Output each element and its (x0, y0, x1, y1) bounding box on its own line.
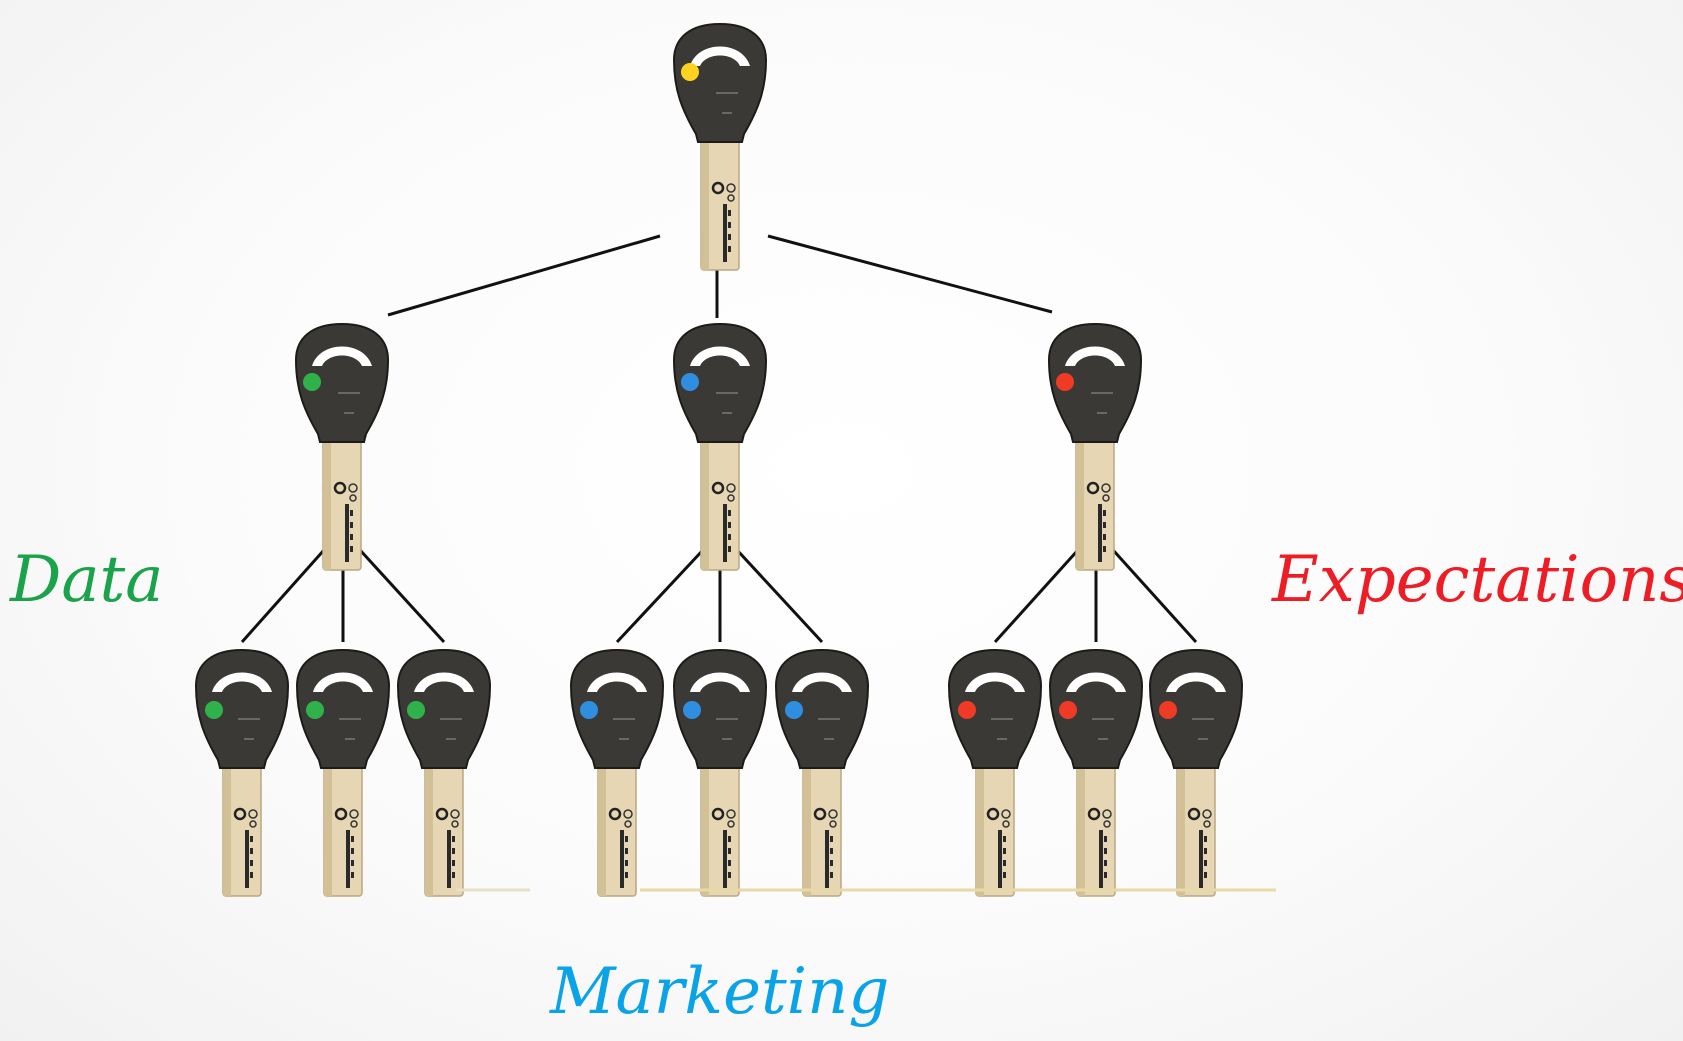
connector-root-right (767, 234, 1053, 314)
red-leaf-key (947, 648, 1043, 898)
green-branch-key (294, 322, 390, 572)
connector-green-3 (358, 548, 446, 644)
green-dot-icon (306, 701, 324, 719)
blue-dot-icon (580, 701, 598, 719)
blue-dot-icon (785, 701, 803, 719)
green-leaf-key (194, 648, 290, 898)
connector-root-left (387, 234, 661, 317)
red-leaf-key (1148, 648, 1244, 898)
blue-leaf-key (774, 648, 870, 898)
blue-leaf-key (672, 648, 768, 898)
green-dot-icon (407, 701, 425, 719)
red-dot-icon (1056, 373, 1074, 391)
blue-leaf-key (569, 648, 665, 898)
data-label: Data (10, 543, 164, 617)
expectations-label: Expectations (1272, 543, 1683, 617)
green-dot-icon (303, 373, 321, 391)
blue-dot-icon (681, 373, 699, 391)
marketing-label: Marketing (550, 955, 890, 1029)
connector-red-1 (993, 548, 1080, 644)
blue-branch-key (672, 322, 768, 572)
connector-blue-3 (735, 548, 824, 644)
red-dot-icon (958, 701, 976, 719)
red-dot-icon (1159, 701, 1177, 719)
red-branch-key (1047, 322, 1143, 572)
green-dot-icon (205, 701, 223, 719)
green-leaf-key (295, 648, 391, 898)
connector-red-3 (1111, 548, 1198, 644)
connector-green-1 (240, 549, 326, 643)
connector-blue-1 (615, 548, 705, 644)
yellow-dot-icon (681, 63, 699, 81)
master-key (672, 22, 768, 272)
blue-dot-icon (683, 701, 701, 719)
green-leaf-key (396, 648, 492, 898)
red-dot-icon (1059, 701, 1077, 719)
red-leaf-key (1048, 648, 1144, 898)
